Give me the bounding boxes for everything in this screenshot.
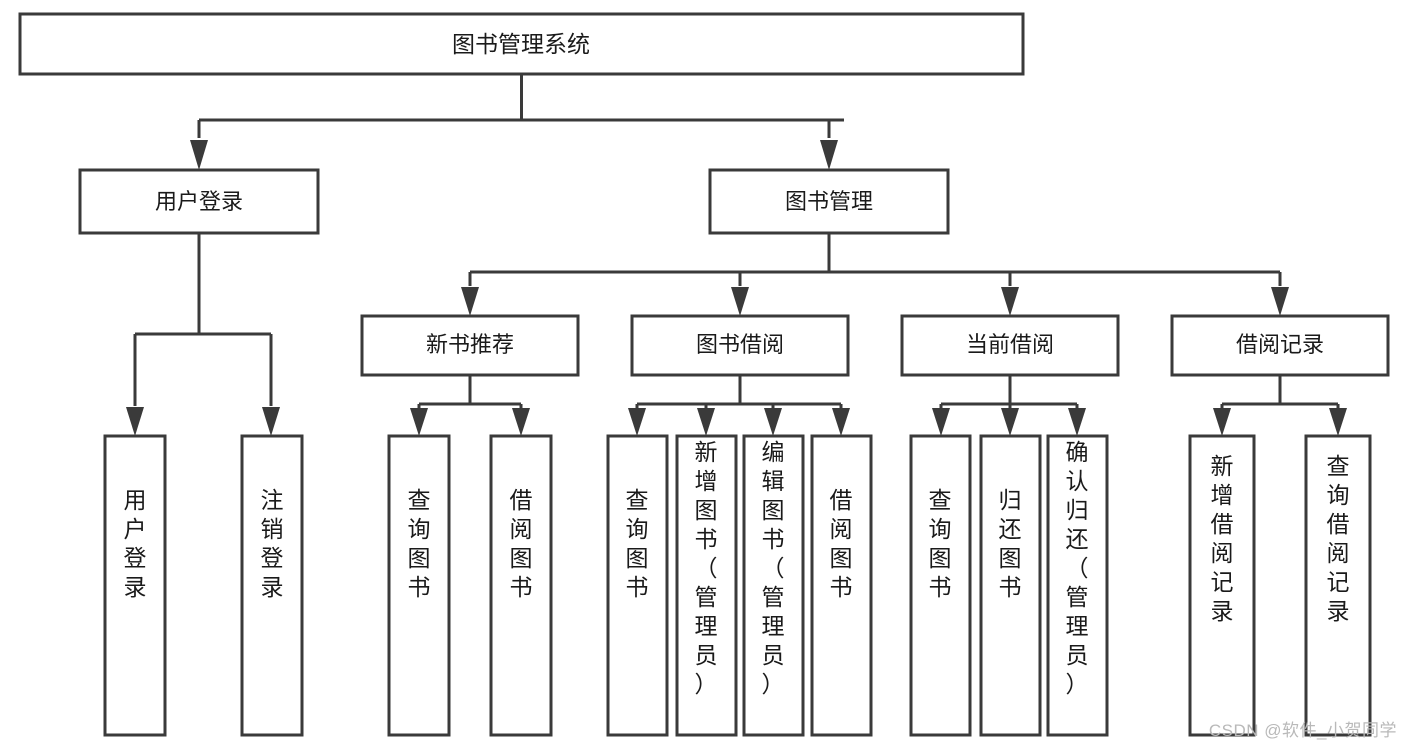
node-book-manage-label: 图书管理 — [785, 189, 873, 214]
node-root-label: 图书管理系统 — [452, 31, 590, 57]
node-leaf-return-book[interactable]: 归还图书 — [979, 434, 1042, 737]
node-leaf-logout-login[interactable]: 注销登录 — [240, 434, 304, 737]
node-leaf-add-record-box[interactable] — [1188, 434, 1256, 737]
arrow-head-leaf-borrow-book-2 — [832, 408, 850, 436]
node-current-borrow-box[interactable] — [900, 314, 1120, 377]
node-leaf-edit-book-box[interactable] — [742, 434, 805, 737]
node-book-manage-box[interactable] — [708, 168, 950, 235]
csdn-watermark: CSDN @软件_小贺同学 — [1208, 721, 1397, 740]
node-borrow-record[interactable]: 借阅记录 — [1170, 314, 1390, 377]
node-leaf-confirm-return-box[interactable] — [1046, 434, 1109, 737]
node-root-box[interactable] — [18, 12, 1025, 76]
node-book-borrow-label: 图书借阅 — [696, 332, 784, 357]
node-new-book-recommend-box[interactable] — [360, 314, 580, 377]
arrow-head-leaf-query-book-2 — [628, 408, 646, 436]
node-user-login[interactable]: 用户登录 — [78, 168, 320, 235]
node-leaf-confirm-return-label: 确认归还（管理员） — [1066, 439, 1089, 697]
node-leaf-borrow-book-1-label: 借阅图书 — [510, 487, 533, 600]
node-leaf-query-book-3[interactable]: 查询图书 — [909, 434, 972, 737]
node-leaf-edit-book[interactable]: 编辑图书（管理员） — [742, 434, 805, 737]
arrow-head-leaf-edit-book — [764, 408, 782, 436]
node-leaf-query-record-label: 查询借阅记录 — [1327, 453, 1350, 624]
node-user-login-label: 用户登录 — [155, 189, 243, 214]
node-leaf-borrow-book-2-box[interactable] — [810, 434, 873, 737]
node-leaf-borrow-book-2[interactable]: 借阅图书 — [810, 434, 873, 737]
arrow-head-new-book-recommend — [461, 287, 479, 316]
connector-group-current-borrow — [932, 375, 1086, 436]
arrow-head-book-borrow — [731, 287, 749, 316]
arrow-head-borrow-record — [1271, 287, 1289, 316]
connector-group-user-login — [126, 233, 280, 436]
arrow-head-leaf-user-login — [126, 407, 144, 436]
node-leaf-add-record[interactable]: 新增借阅记录 — [1188, 434, 1256, 737]
connector-group-new-book-recommend — [410, 375, 530, 436]
node-leaf-query-book-3-box[interactable] — [909, 434, 972, 737]
node-leaf-add-record-label: 新增借阅记录 — [1211, 453, 1234, 624]
node-user-login-box[interactable] — [78, 168, 320, 235]
node-leaf-query-book-2-box[interactable] — [606, 434, 669, 737]
arrow-head-leaf-return-book — [1001, 408, 1019, 436]
node-borrow-record-label: 借阅记录 — [1236, 332, 1324, 357]
arrow-head-leaf-add-record — [1213, 408, 1231, 436]
node-current-borrow[interactable]: 当前借阅 — [900, 314, 1120, 377]
node-leaf-logout-login-label: 注销登录 — [261, 487, 284, 600]
arrow-head-leaf-query-record — [1329, 408, 1347, 436]
node-leaf-user-login-box[interactable] — [103, 434, 167, 737]
node-leaf-add-book-label: 新增图书（管理员） — [695, 439, 718, 697]
node-leaf-borrow-book-2-label: 借阅图书 — [830, 487, 853, 600]
node-leaf-borrow-book-1-box[interactable] — [489, 434, 553, 737]
node-new-book-recommend-label: 新书推荐 — [426, 332, 514, 357]
node-book-borrow[interactable]: 图书借阅 — [630, 314, 850, 377]
arrow-head-leaf-borrow-book-1 — [512, 408, 530, 436]
node-leaf-edit-book-label: 编辑图书（管理员） — [762, 439, 785, 697]
arrow-head-leaf-confirm-return — [1068, 408, 1086, 436]
node-leaf-query-record-box[interactable] — [1304, 434, 1372, 737]
node-leaf-query-book-2[interactable]: 查询图书 — [606, 434, 669, 737]
node-root[interactable]: 图书管理系统 — [18, 12, 1025, 76]
node-leaf-query-book-3-label: 查询图书 — [929, 487, 952, 600]
node-leaf-query-book-2-label: 查询图书 — [626, 487, 649, 600]
node-leaf-user-login-label: 用户登录 — [124, 487, 147, 600]
node-leaf-return-book-label: 归还图书 — [999, 487, 1022, 600]
node-leaf-return-book-box[interactable] — [979, 434, 1042, 737]
node-book-manage[interactable]: 图书管理 — [708, 168, 950, 235]
arrow-head-leaf-query-book-3 — [932, 408, 950, 436]
arrow-head-user-login — [190, 140, 208, 170]
node-leaf-query-book-1-label: 查询图书 — [408, 487, 431, 600]
node-leaf-logout-login-box[interactable] — [240, 434, 304, 737]
node-leaf-confirm-return[interactable]: 确认归还（管理员） — [1046, 434, 1109, 737]
arrow-head-current-borrow — [1001, 287, 1019, 316]
arrow-head-book-manage — [820, 140, 838, 170]
arrow-head-leaf-add-book — [697, 408, 715, 436]
connector-group-book-borrow — [628, 375, 850, 436]
connector-group-book-manage — [461, 233, 1289, 316]
connector-group-borrow-record — [1213, 375, 1347, 436]
arrow-head-leaf-logout-login — [262, 407, 280, 436]
node-leaf-user-login[interactable]: 用户登录 — [103, 434, 167, 737]
connector-group-root — [190, 74, 844, 170]
node-leaf-add-book[interactable]: 新增图书（管理员） — [675, 434, 738, 737]
node-new-book-recommend[interactable]: 新书推荐 — [360, 314, 580, 377]
arrow-head-leaf-query-book-1 — [410, 408, 428, 436]
node-book-borrow-box[interactable] — [630, 314, 850, 377]
node-leaf-query-record[interactable]: 查询借阅记录 — [1304, 434, 1372, 737]
node-current-borrow-label: 当前借阅 — [966, 332, 1054, 357]
node-leaf-query-book-1[interactable]: 查询图书 — [387, 434, 451, 737]
node-leaf-borrow-book-1[interactable]: 借阅图书 — [489, 434, 553, 737]
node-leaf-query-book-1-box[interactable] — [387, 434, 451, 737]
node-borrow-record-box[interactable] — [1170, 314, 1390, 377]
node-leaf-add-book-box[interactable] — [675, 434, 738, 737]
